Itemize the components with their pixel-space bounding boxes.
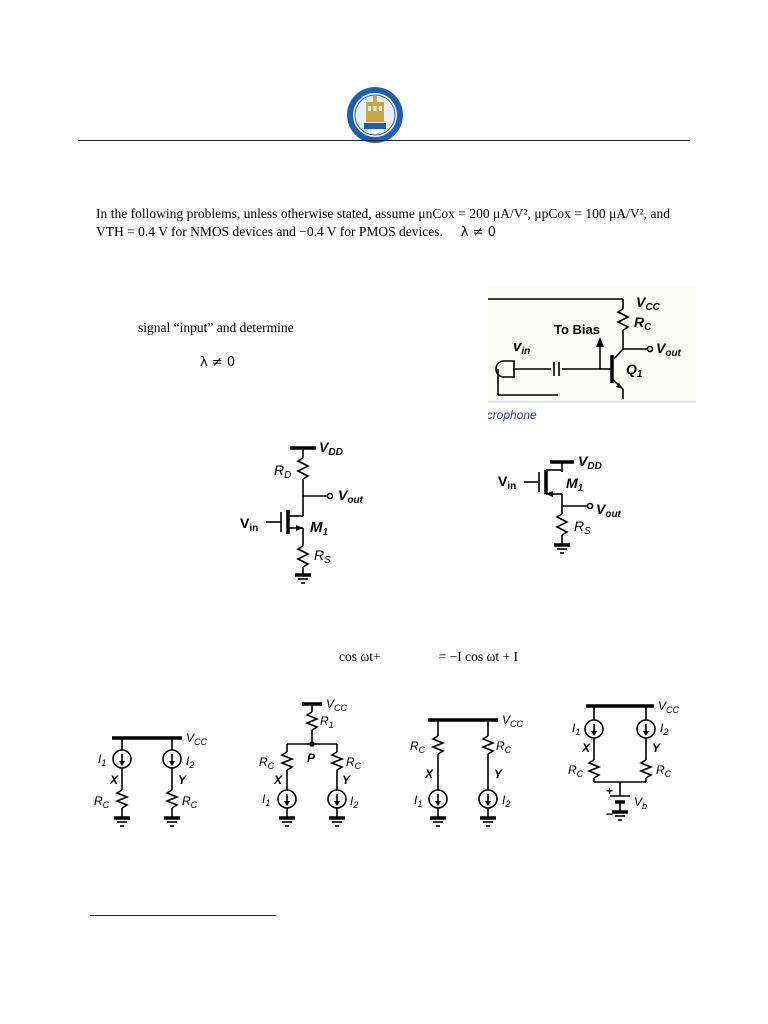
b-x-label: X: [273, 773, 283, 787]
header-rule: [78, 140, 690, 141]
sf-vdd-label: VDD: [578, 453, 602, 472]
cs-vin-label: Vin: [240, 515, 258, 534]
intro-text: In the following problems, unless otherw…: [96, 206, 670, 239]
a-y-label: Y: [178, 773, 187, 787]
d-plus-label: +: [606, 784, 613, 798]
b-i1-label: I1: [262, 792, 270, 808]
sf-rs-label: RS: [574, 518, 591, 537]
problem1-lambda: λ ≠ 0: [200, 355, 236, 370]
cs-rs-label: RS: [314, 547, 331, 566]
source-follower-circuit: VDD Vin M1 Vout RS: [498, 453, 622, 554]
microphone-bjt-circuit: VCC RC To Bias vin Vout Q1 Microphone: [488, 287, 696, 422]
mic-vout-label: Vout: [656, 340, 682, 359]
mic-rc-label: RC: [634, 314, 652, 333]
intro-lambda: λ ≠ 0: [460, 225, 496, 240]
c-rc-right-label: RC: [496, 739, 512, 755]
d-i2-label: I2: [660, 721, 668, 737]
a-rc-left-label: RC: [94, 794, 110, 810]
microphone-caption: Microphone: [488, 408, 537, 422]
d-y-label: Y: [652, 741, 661, 755]
cs-vout-label: Vout: [338, 487, 364, 506]
b-p-label: P: [307, 751, 316, 765]
b-rc-left-label: RC: [259, 755, 275, 771]
to-bias-label: To Bias: [554, 322, 600, 337]
circuit-d: VCC I1 I2 X Y RC RC + − Vb: [568, 699, 680, 821]
a-i1-label: I1: [98, 752, 106, 768]
circuit-c: VCC RC RC X Y I1 I2: [410, 713, 524, 827]
problem1-text: signal “input” and determine: [138, 320, 294, 335]
b-r1-label: R1: [320, 714, 334, 730]
sf-m1-label: M1: [566, 475, 584, 494]
d-x-label: X: [581, 741, 591, 755]
d-minus-label: −: [606, 807, 613, 821]
b-i2-label: I2: [350, 794, 358, 810]
cs-rd-label: RD: [274, 462, 291, 481]
a-i2-label: I2: [186, 754, 194, 770]
sf-vin-label: Vin: [498, 473, 516, 492]
a-rc-right-label: RC: [182, 794, 198, 810]
d-vb-label: Vb: [634, 795, 647, 811]
c-rc-left-label: RC: [410, 739, 426, 755]
d-rc-right-label: RC: [656, 763, 672, 779]
c-vcc-label: VCC: [502, 713, 524, 729]
d-vcc-label: VCC: [658, 699, 680, 715]
intro-paragraph: In the following problems, unless otherw…: [96, 205, 670, 242]
c-y-label: Y: [494, 767, 503, 781]
a-vcc-label: VCC: [186, 731, 208, 747]
circuit-b: VCC R1 P RC RC X Y I1 I2: [259, 697, 362, 827]
circuit-a: VCC I1 I2 X Y RC RC: [94, 731, 208, 827]
b-y-label: Y: [342, 773, 351, 787]
b-rc-right-label: RC: [346, 755, 362, 771]
problem2-equation: cos ωt+ = −I cos ωt + I: [339, 649, 518, 665]
mic-vcc-label: VCC: [636, 294, 661, 313]
sf-vout-label: Vout: [596, 501, 622, 520]
cs-m1-label: M1: [310, 519, 329, 538]
common-source-circuit: VDD RD Vout Vin M1 RS: [240, 439, 364, 584]
university-seal-logo: [347, 87, 403, 143]
footnote-rule: [90, 915, 276, 916]
c-i1-label: I1: [414, 793, 422, 809]
a-x-label: X: [109, 773, 119, 787]
b-vcc-label: VCC: [326, 697, 348, 713]
problem2-right: = −I cos ωt + I: [438, 649, 518, 664]
d-rc-left-label: RC: [568, 763, 584, 779]
problem2-left: cos ωt+: [339, 649, 381, 664]
c-i2-label: I2: [502, 793, 510, 809]
c-x-label: X: [424, 767, 434, 781]
cs-vdd-label: VDD: [319, 439, 343, 458]
d-i1-label: I1: [572, 721, 580, 737]
mic-q1-label: Q1: [626, 361, 643, 380]
mic-vin-label: vin: [513, 338, 530, 357]
